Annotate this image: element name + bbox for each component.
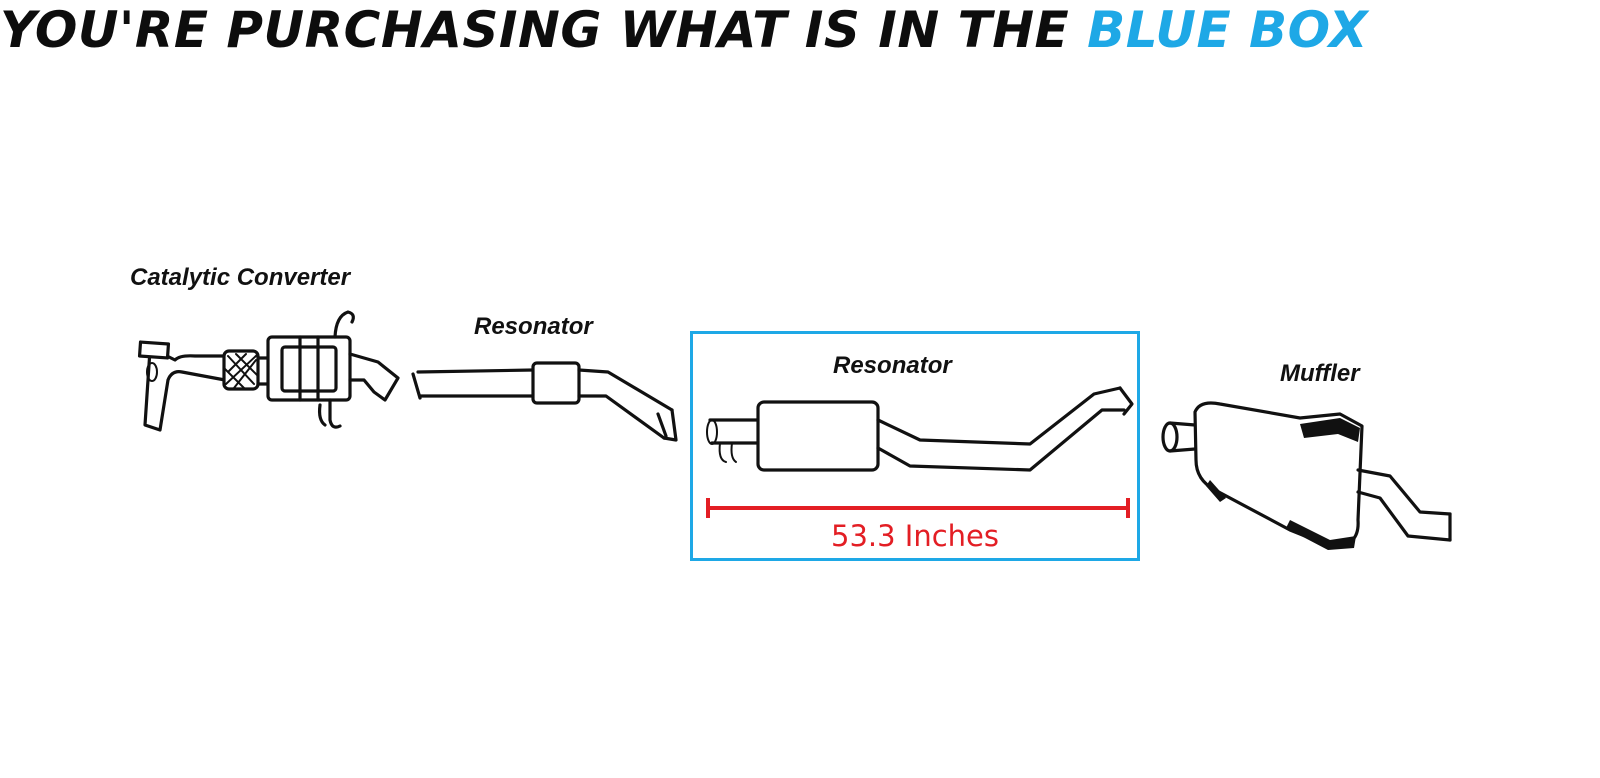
headline: YOU'RE PURCHASING WHAT IS IN THE BLUE BO… xyxy=(0,0,1600,64)
catalytic-converter-drawing xyxy=(137,310,400,432)
muffler-drawing xyxy=(1161,401,1452,550)
resonator-drawing-selected xyxy=(706,386,1134,472)
measurement-label: 53.3 Inches xyxy=(831,519,999,553)
headline-accent: BLUE BOX xyxy=(1087,1,1368,59)
headline-main: YOU'RE PURCHASING WHAT IS IN THE xyxy=(0,1,1070,59)
measurement-line xyxy=(706,498,1130,518)
part-label-resonator: Resonator xyxy=(474,313,593,340)
part-label-resonator-selected: Resonator xyxy=(833,352,952,379)
part-label-catalytic-converter: Catalytic Converter xyxy=(130,264,351,291)
part-label-muffler: Muffler xyxy=(1280,360,1360,387)
selected-part-box: Resonator 53.3 Inches xyxy=(690,331,1140,561)
resonator-drawing-1 xyxy=(411,361,678,442)
